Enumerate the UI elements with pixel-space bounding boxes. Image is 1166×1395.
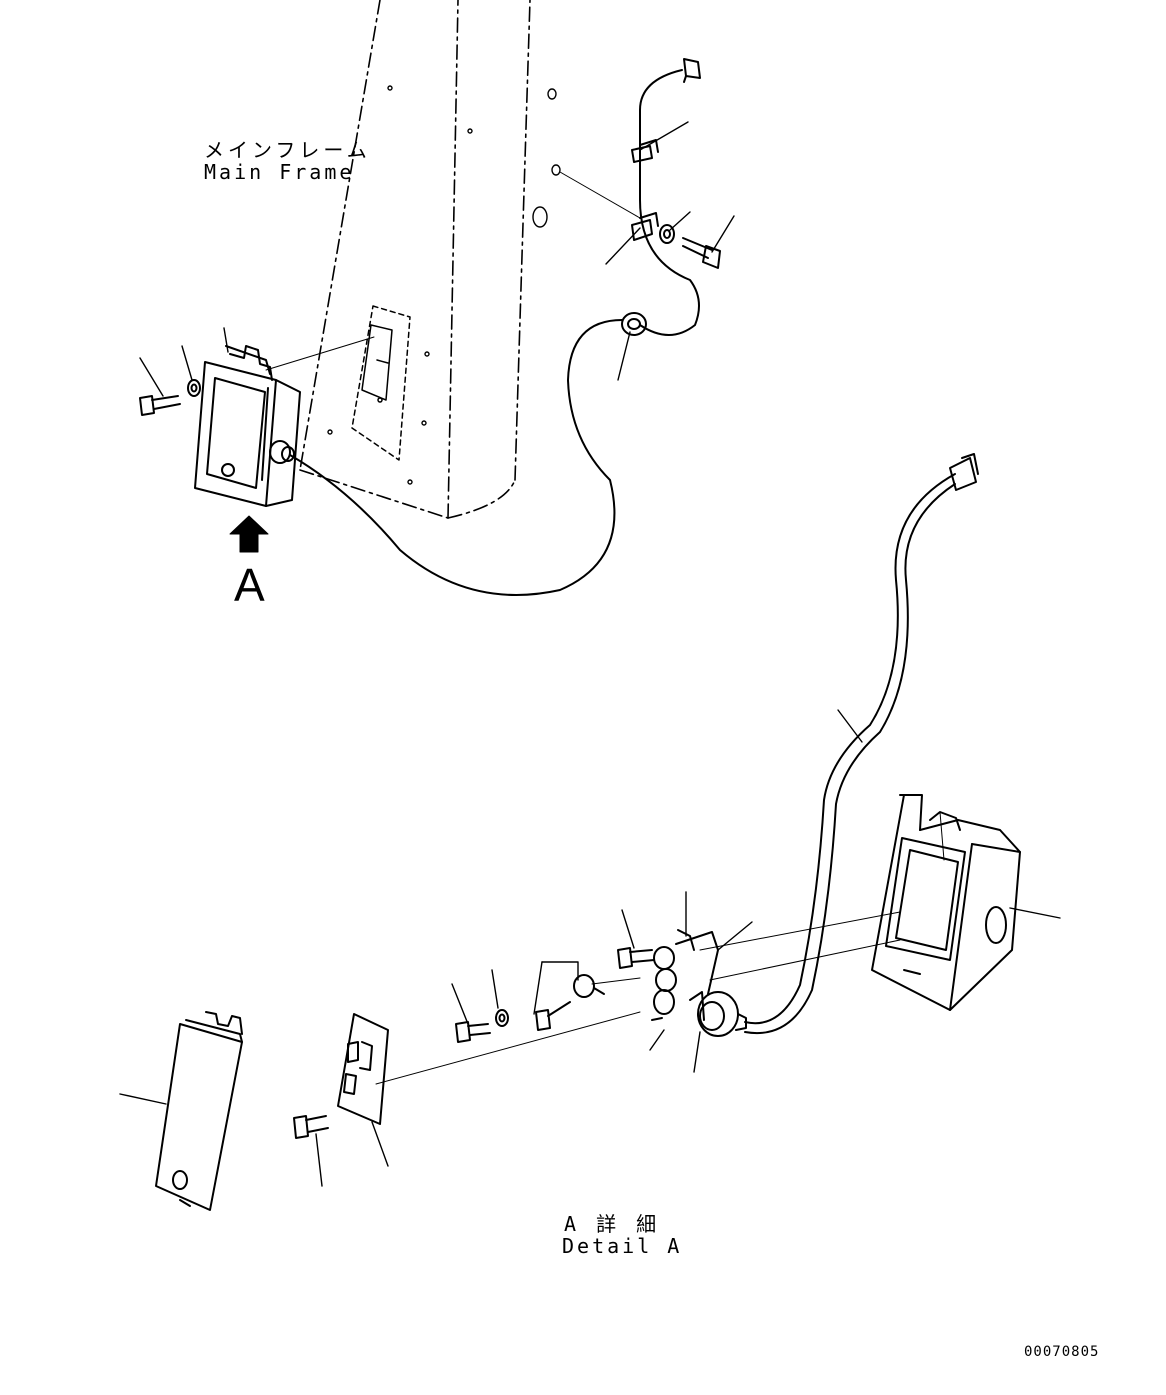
arrow-up-icon (229, 515, 269, 553)
main-frame-outline (299, 0, 531, 519)
detail-small-bolts (293, 947, 655, 1139)
frame-mounting-plate (351, 305, 411, 461)
view-callout-label: A (234, 559, 265, 611)
detail-switch-cluster (651, 929, 747, 1037)
detail-harness (744, 453, 979, 1035)
loop-harness (289, 319, 623, 596)
detail-housing (871, 794, 1021, 1011)
detail-gasket-plate (337, 1013, 389, 1125)
upper-bolt-set (659, 224, 721, 269)
controller-bolt-set (139, 379, 201, 416)
detail-label-jp: A 詳 細 (564, 1212, 661, 1236)
detail-label-en: Detail A (562, 1234, 683, 1258)
controller-box-assembled (194, 345, 301, 507)
leader-lines-upper (139, 121, 735, 397)
main-frame-holes (327, 85, 561, 485)
drawing-number: 00070805 (1024, 1344, 1100, 1360)
detail-cover (155, 1011, 243, 1211)
upper-harness (621, 58, 701, 336)
main-frame-label-jp: メインフレーム (204, 138, 371, 162)
main-frame-label-en: Main Frame (204, 160, 355, 184)
leader-lines-detail (119, 709, 1061, 1187)
